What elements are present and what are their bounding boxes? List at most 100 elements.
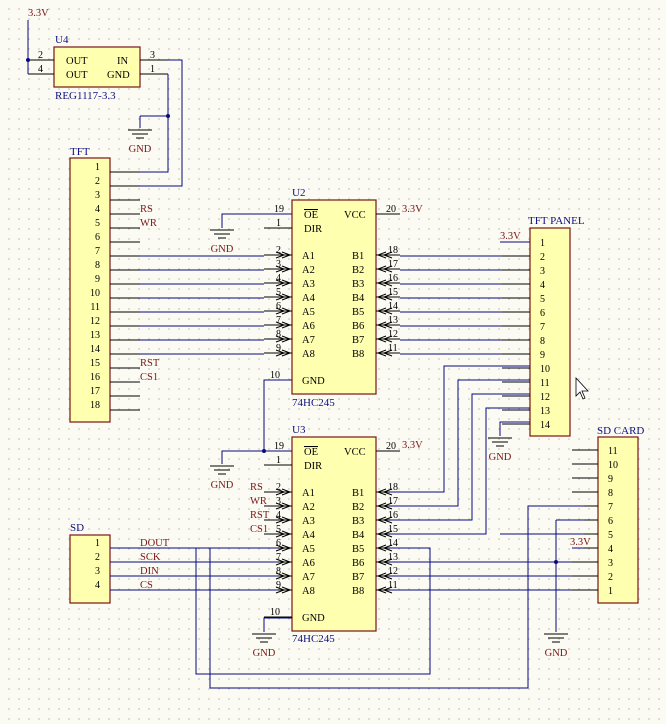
u3-b-pin-number: 14 [388, 538, 398, 549]
mouse-cursor-icon [575, 376, 589, 400]
tft-panel-pin-number: 4 [540, 280, 545, 291]
u2-b-pin-number: 14 [388, 301, 398, 312]
tft-panel-pin-number: 11 [540, 378, 550, 389]
tft-panel-pin-number: 1 [540, 238, 545, 249]
u3-a-pin-name: A4 [302, 530, 316, 541]
tft-panel-pin-number: 14 [540, 420, 550, 431]
u3-b-pin-number: 13 [388, 552, 398, 563]
ground-label: GND [489, 452, 512, 463]
sd-card-pin-number: 5 [608, 530, 613, 541]
u2-b-pin-number: 13 [388, 315, 398, 326]
u4-pin-name: IN [117, 56, 128, 67]
tft-panel-pin-number: 7 [540, 322, 545, 333]
sd-net-label: DIN [140, 566, 159, 577]
tft-pin-number: 11 [90, 302, 100, 313]
u3-buffer[interactable]: U3 74HC245 191OEDIR20VCC10GND2A13A24A35A… [250, 424, 400, 645]
u3-b-pin-name: B8 [352, 586, 364, 597]
tft-panel-pin-number: 5 [540, 294, 545, 305]
tft-pin-number: 10 [90, 288, 100, 299]
u3-a-pin-name: A1 [302, 488, 315, 499]
u2-a-pin-number: 9 [276, 343, 281, 354]
tft-net-label: RS [140, 204, 153, 215]
tft-pin-number: 7 [95, 246, 100, 257]
u2-buffer[interactable]: U2 74HC245 191OEDIR20VCC10GND2A13A24A35A… [264, 187, 400, 409]
u3-b-pin-name: B7 [352, 572, 364, 583]
tft-pin-number: 2 [95, 176, 100, 187]
u2-vcc-3v3-label: 3.3V [402, 204, 423, 215]
u2-a-pin-name: A7 [302, 335, 315, 346]
tft-net-label: CS1 [140, 372, 158, 383]
u3-a-pin-name: A8 [302, 586, 315, 597]
tft-net-label: WR [140, 218, 157, 229]
sd-pin-number: 3 [95, 566, 100, 577]
u3-net-label: CS1 [250, 524, 268, 535]
u3-b-pin-number: 16 [388, 510, 398, 521]
tft-pin-number: 8 [95, 260, 100, 271]
sd-pin-number: 1 [95, 538, 100, 549]
u3-b-pin-number: 12 [388, 566, 398, 577]
u3-part: 74HC245 [292, 633, 335, 645]
sd-card-pin-number: 3 [608, 558, 613, 569]
u3-net-label: RS [250, 482, 263, 493]
u3-gnd-pin-number: 10 [270, 607, 280, 618]
tft-body [69, 157, 111, 423]
tft-pin-number: 14 [90, 344, 100, 355]
sd-card-pin-number: 1 [608, 586, 613, 597]
tft-pin-number: 6 [95, 232, 100, 243]
u3-ref: U3 [292, 424, 306, 436]
tft-pin-number: 12 [90, 316, 100, 327]
u3-gnd-pin-name: GND [302, 613, 325, 624]
u4-part: REG1117-3.3 [55, 90, 116, 102]
tft-panel-3v3-label: 3.3V [500, 231, 521, 242]
tft-pin-number: 16 [90, 372, 100, 383]
ground-symbol: GND [128, 129, 152, 155]
u4-regulator[interactable]: U4 REG1117-3.3 2 4 OUT OUT 3 1 IN GND [28, 34, 168, 102]
sd-card-pin-number: 6 [608, 516, 613, 527]
tft-panel-pin-number: 3 [540, 266, 545, 277]
u2-a-pin-number: 3 [276, 259, 281, 270]
u2-b-pin-name: B5 [352, 307, 364, 318]
tft-panel-ref: TFT PANEL [528, 215, 585, 227]
sd-net-label: SCK [140, 552, 161, 563]
u4-pin-name: GND [107, 70, 130, 81]
u2-a-pin-number: 8 [276, 329, 281, 340]
sd-card-pin-number: 7 [608, 502, 613, 513]
u3-a-pin-number: 4 [276, 510, 281, 521]
ground-symbol: GND [544, 633, 568, 659]
u2-b-pin-number: 12 [388, 329, 398, 340]
u2-a-pin-number: 5 [276, 287, 281, 298]
u3-b-pin-name: B2 [352, 502, 364, 513]
tft-connector[interactable]: TFT 123456789101112131415161718RSWRRSTCS… [69, 146, 160, 423]
u2-b-pin-number: 11 [388, 343, 398, 354]
u3-b-pin-number: 15 [388, 524, 398, 535]
u3-b-pin-name: B1 [352, 488, 364, 499]
u2-vcc-pin-name: VCC [344, 210, 366, 221]
tft-pin-number: 13 [90, 330, 100, 341]
u3-a-pin-name: A7 [302, 572, 315, 583]
u2-b-pin-name: B7 [352, 335, 364, 346]
power-3v3-label: 3.3V [28, 8, 49, 19]
ground-label: GND [129, 144, 152, 155]
u3-dir-pin-name: DIR [304, 461, 322, 472]
sd-card-pin-number: 8 [608, 488, 613, 499]
u2-a-pin-number: 4 [276, 273, 281, 284]
u3-b-pin-name: B5 [352, 544, 364, 555]
u2-part: 74HC245 [292, 397, 335, 409]
u3-vcc-pin-number: 20 [386, 441, 396, 452]
u2-ref: U2 [292, 187, 305, 199]
ground-label: GND [545, 648, 568, 659]
u3-a-pin-number: 9 [276, 580, 281, 591]
u2-dir-pin-name: DIR [304, 224, 322, 235]
u3-vcc-pin-name: VCC [344, 447, 366, 458]
tft-pin-number: 17 [90, 386, 100, 397]
u3-a-pin-number: 3 [276, 496, 281, 507]
u2-a-pin-name: A2 [302, 265, 315, 276]
u3-a-pin-number: 7 [276, 552, 281, 563]
sd-card-pin-number: 4 [608, 544, 613, 555]
tft-panel-pin-number: 6 [540, 308, 545, 319]
u3-b-pin-name: B6 [352, 558, 364, 569]
